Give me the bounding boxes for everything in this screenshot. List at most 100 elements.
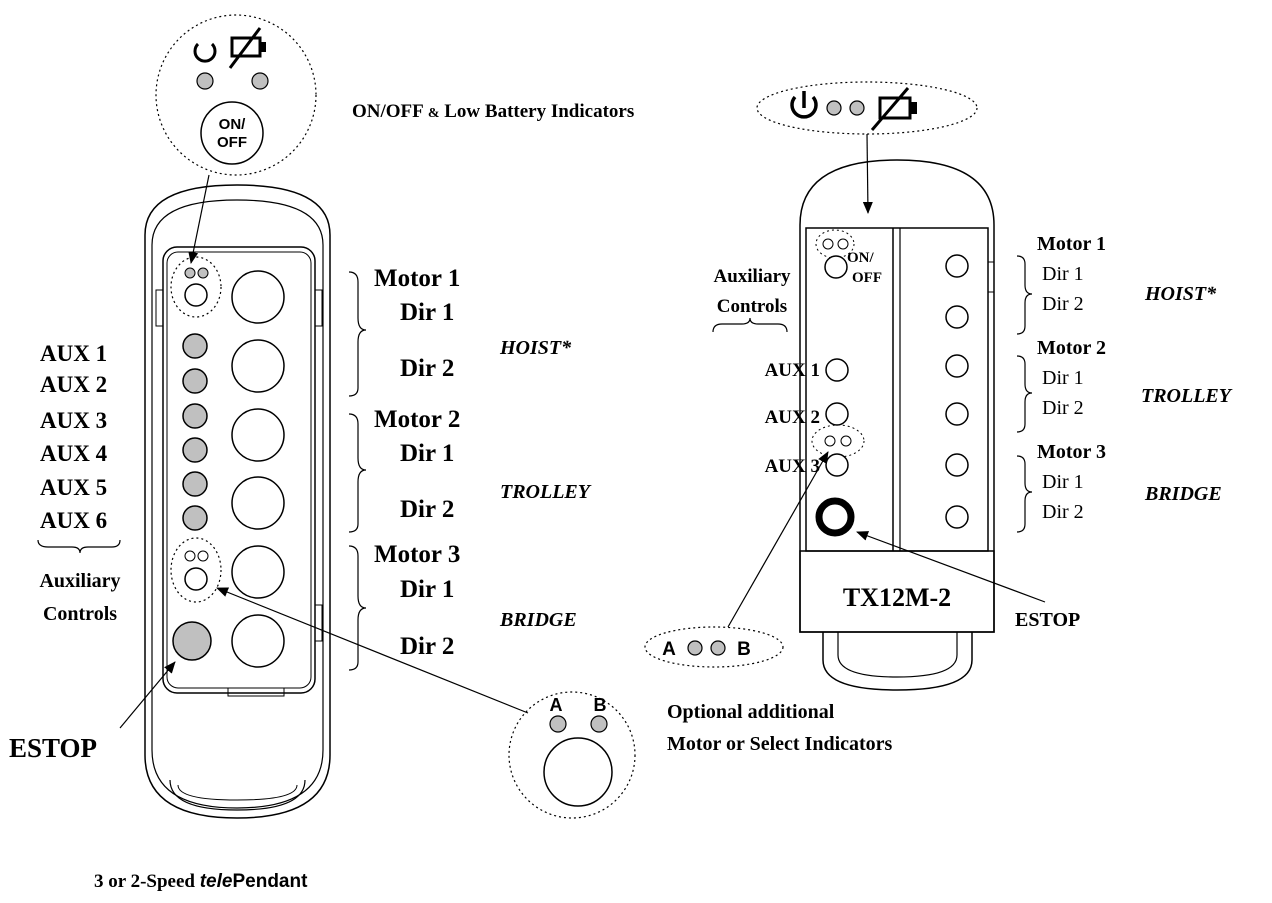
left-motor-2-label: Motor 2	[374, 406, 460, 433]
left-aux-labels: AUX 1 AUX 2 AUX 3 AUX 4 AUX 5 AUX 6	[40, 341, 108, 533]
caption-suffix: Pendant	[232, 871, 308, 892]
caption-prefix: 3 or 2-Speed	[94, 871, 200, 892]
aux-1-button[interactable]	[182, 333, 208, 359]
right-aux-1-button[interactable]	[825, 358, 849, 382]
right-ab-a-label: A	[662, 639, 676, 660]
right-transmitter-loop	[822, 632, 973, 691]
right-transmitter-body	[799, 159, 995, 633]
left-function-labels: HOIST* TROLLEY BRIDGE	[499, 337, 592, 631]
left-motor-braces	[348, 271, 367, 671]
right-battery-led	[849, 100, 865, 116]
left-motor-3-dir-2-label: Dir 2	[400, 633, 454, 660]
right-aux-labels: AUX 1 AUX 2 AUX 3	[765, 360, 820, 477]
right-power-icon	[790, 95, 818, 119]
right-aux-brace	[712, 317, 788, 333]
right-motor-3-dir-1-button[interactable]	[945, 453, 969, 477]
right-hoist-label: HOIST*	[1144, 283, 1217, 305]
motor-3-dir-1-button[interactable]	[231, 545, 285, 599]
right-motor-1-dir-1-button[interactable]	[945, 254, 969, 278]
low-battery-icon	[228, 27, 266, 69]
right-transmitter: TX12M-2 ON/ OFF	[799, 159, 995, 691]
left-on-off-callout-ring	[170, 256, 222, 318]
right-aux-3-label: AUX 3	[765, 456, 820, 477]
aux-2-button[interactable]	[182, 368, 208, 394]
ab-zoom-callout: A B	[508, 691, 636, 819]
left-motor-1-dir-2-label: Dir 2	[400, 355, 454, 382]
right-motor-labels: Motor 1 Dir 1 Dir 2 Motor 2 Dir 1 Dir 2 …	[1037, 233, 1106, 523]
right-motor-3-dir-1-label: Dir 1	[1042, 471, 1084, 493]
right-motor-2-dir-2-button[interactable]	[945, 402, 969, 426]
left-motor-2-dir-2-label: Dir 2	[400, 496, 454, 523]
aux-5-button[interactable]	[182, 471, 208, 497]
right-ab-callout: A B	[644, 626, 784, 668]
right-bridge-label: BRIDGE	[1144, 483, 1222, 505]
indicator-callout-arrow	[862, 133, 873, 214]
right-motor-2-dir-1-label: Dir 1	[1042, 367, 1084, 389]
right-aux-3-button[interactable]	[825, 453, 849, 477]
battery-led	[197, 267, 209, 279]
motor-1-dir-1-button[interactable]	[231, 270, 285, 324]
zoom-select-button	[543, 737, 613, 807]
right-on-off-button[interactable]	[824, 255, 848, 279]
caption-italic: tele	[199, 871, 233, 892]
right-motor-3-dir-2-button[interactable]	[945, 505, 969, 529]
motor-2-dir-2-button[interactable]	[231, 476, 285, 530]
optional-indicators-line-1: Optional additional	[667, 701, 835, 723]
right-motor-3-label: Motor 3	[1037, 441, 1106, 463]
motor-2-dir-1-button[interactable]	[231, 408, 285, 462]
right-motor-3-dir-2-label: Dir 2	[1042, 501, 1084, 523]
indicator-b-led	[197, 550, 209, 562]
left-aux-1-label: AUX 1	[40, 341, 107, 366]
right-on-off-led-1	[822, 238, 834, 250]
power-icon	[193, 42, 217, 63]
left-ab-callout-ring	[170, 537, 222, 603]
zoom-power-led	[196, 72, 214, 90]
right-estop-button[interactable]	[815, 497, 855, 537]
right-aux-group-label-2: Controls	[717, 296, 787, 317]
zoom-callout-arrow	[188, 174, 210, 264]
zoom-a-label: A	[550, 695, 563, 715]
left-aux-group-label-2: Controls	[43, 603, 117, 625]
left-motor-2-dir-1-label: Dir 1	[400, 440, 454, 467]
left-trolley-label: TROLLEY	[500, 481, 592, 503]
indicator-callout	[756, 81, 978, 135]
right-ab-b-label: B	[737, 639, 751, 660]
aux-6-button[interactable]	[182, 505, 208, 531]
model-label: TX12M-2	[843, 583, 951, 612]
right-motor-2-dir-1-button[interactable]	[945, 354, 969, 378]
left-motor-labels: Motor 1 Dir 1 Dir 2 Motor 2 Dir 1 Dir 2 …	[374, 265, 460, 660]
right-indicator-a-led	[824, 435, 836, 447]
indicator-a-led	[184, 550, 196, 562]
ab-callout-arrow	[216, 587, 529, 714]
select-button[interactable]	[184, 567, 208, 591]
motor-3-dir-2-button[interactable]	[231, 614, 285, 668]
zoom-on-off-label-2: OFF	[217, 134, 247, 151]
aux-4-button[interactable]	[182, 437, 208, 463]
right-aux-1-label: AUX 1	[765, 360, 820, 381]
left-motor-1-label: Motor 1	[374, 265, 460, 292]
zoom-b-led	[590, 715, 608, 733]
right-aux-2-button[interactable]	[825, 402, 849, 426]
aux-3-button[interactable]	[182, 403, 208, 429]
right-ab-b-led	[710, 640, 726, 656]
right-motor-1-label: Motor 1	[1037, 233, 1106, 255]
right-low-battery-icon	[870, 87, 917, 131]
right-on-off-label-2: OFF	[852, 270, 882, 286]
right-motor-1-dir-2-button[interactable]	[945, 305, 969, 329]
right-motor-braces	[1016, 255, 1033, 533]
right-estop-label: ESTOP	[1015, 609, 1080, 631]
on-off-button[interactable]	[184, 283, 208, 307]
indicator-title: ON/OFF & Low Battery Indicators	[352, 101, 634, 122]
right-on-off-label-1: ON/	[847, 250, 875, 266]
power-led	[184, 267, 196, 279]
right-motor-2-label: Motor 2	[1037, 337, 1106, 359]
right-motor-2-dir-2-label: Dir 2	[1042, 397, 1084, 419]
optional-indicators-line-2: Motor or Select Indicators	[667, 733, 893, 755]
left-motor-3-dir-1-label: Dir 1	[400, 576, 454, 603]
right-motor-1-dir-1-label: Dir 1	[1042, 263, 1084, 285]
on-off-zoom-callout: ON/ OFF	[155, 14, 317, 176]
motor-1-dir-2-button[interactable]	[231, 339, 285, 393]
estop-button[interactable]	[172, 621, 212, 661]
zoom-a-led	[549, 715, 567, 733]
